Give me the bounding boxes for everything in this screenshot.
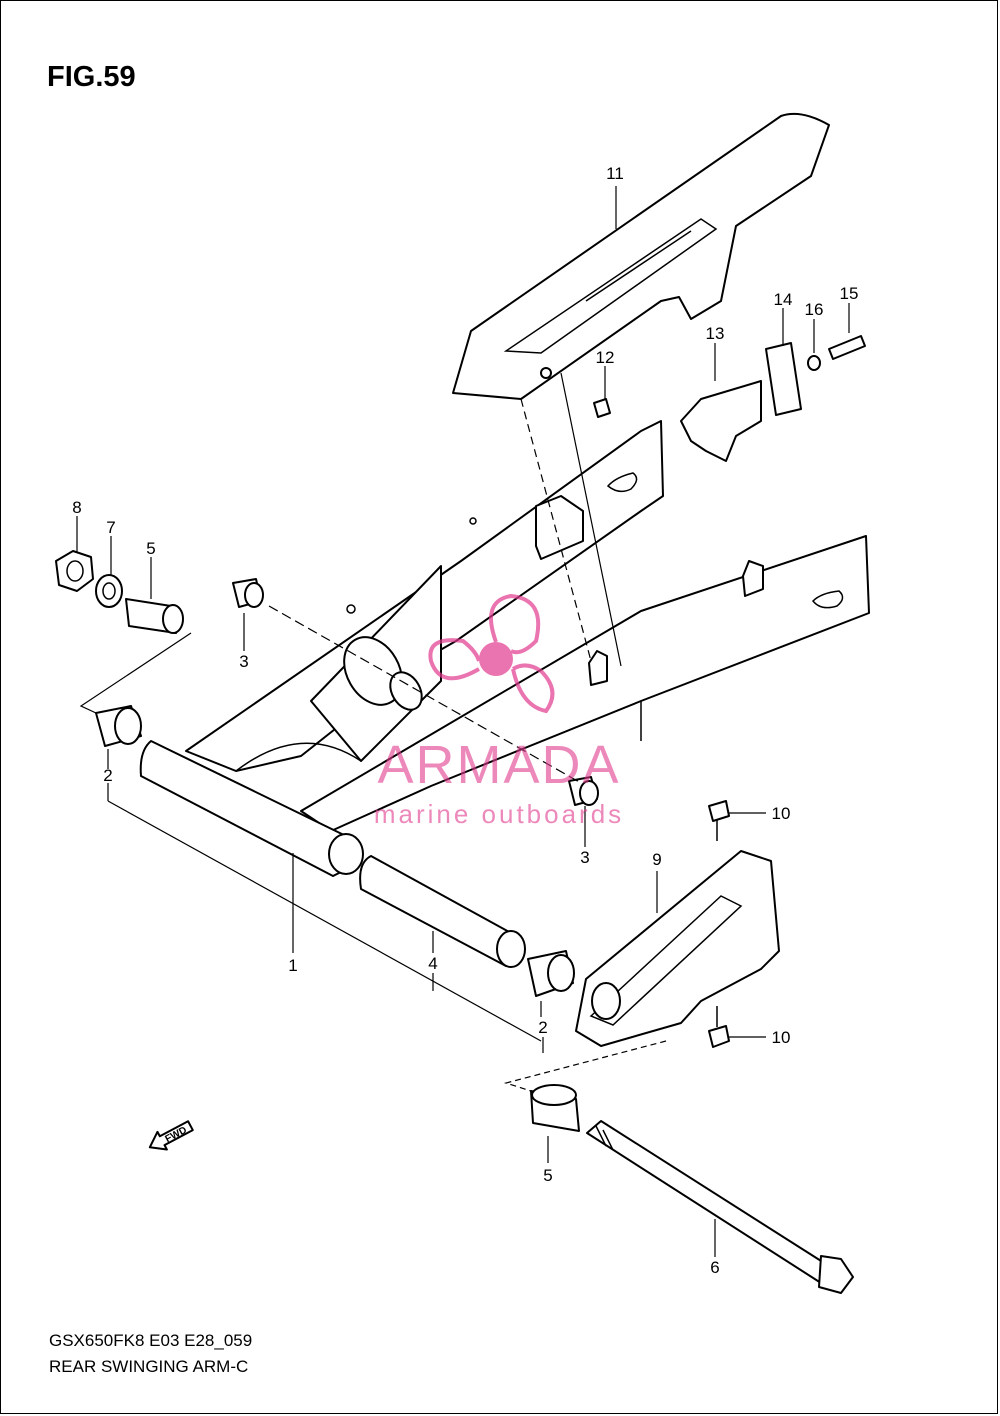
- chain-guide-part: [575, 850, 780, 1047]
- callout-5-b: 5: [543, 1166, 552, 1185]
- callout-1: 1: [288, 956, 297, 975]
- diagram-code: GSX650FK8 E03 E28_059: [49, 1331, 253, 1350]
- callout-14: 14: [774, 290, 793, 309]
- callout-3-b: 3: [580, 848, 589, 867]
- callout-15: 15: [840, 284, 859, 303]
- watermark-tagline: marine outboards: [374, 799, 624, 829]
- fwd-label: FWD: [163, 1125, 188, 1145]
- callout-11: 11: [606, 164, 624, 183]
- fwd-arrow-icon: FWD: [148, 1120, 194, 1151]
- callout-6: 6: [710, 1258, 719, 1277]
- callout-9: 9: [652, 850, 661, 869]
- figure-title: FIG.59: [47, 61, 136, 93]
- pivot-shaft-part: [586, 1120, 854, 1294]
- callout-2: 2: [103, 766, 112, 785]
- diagram-name: REAR SWINGING ARM-C: [49, 1357, 249, 1376]
- spacer-tube-part: [359, 855, 526, 968]
- leader-lines: [76, 186, 850, 1257]
- callout-7: 7: [106, 518, 115, 537]
- callout-2-b: 2: [538, 1018, 547, 1037]
- callout-5: 5: [146, 539, 155, 558]
- callout-3: 3: [239, 652, 248, 671]
- callout-12: 12: [596, 348, 615, 367]
- callout-labels: 1 2 2 3 3 4 5 5 6 7 8 9 10 10 11 12 13 1…: [72, 164, 858, 1277]
- callout-16: 16: [805, 300, 824, 319]
- callout-10: 10: [772, 804, 791, 823]
- callout-10-b: 10: [772, 1028, 791, 1047]
- fastener-parts: [593, 335, 866, 1048]
- washer-nut-parts: [55, 550, 123, 608]
- watermark-brand: ARMADA: [377, 735, 620, 795]
- armada-logo-icon: [428, 593, 555, 714]
- bearing-parts: [95, 578, 599, 997]
- collar-parts: [125, 598, 580, 1132]
- callout-4: 4: [428, 954, 437, 973]
- callout-8: 8: [72, 498, 81, 517]
- callout-13: 13: [706, 324, 725, 343]
- swing-arm-part: [139, 420, 870, 877]
- chain-case-part: [452, 112, 830, 400]
